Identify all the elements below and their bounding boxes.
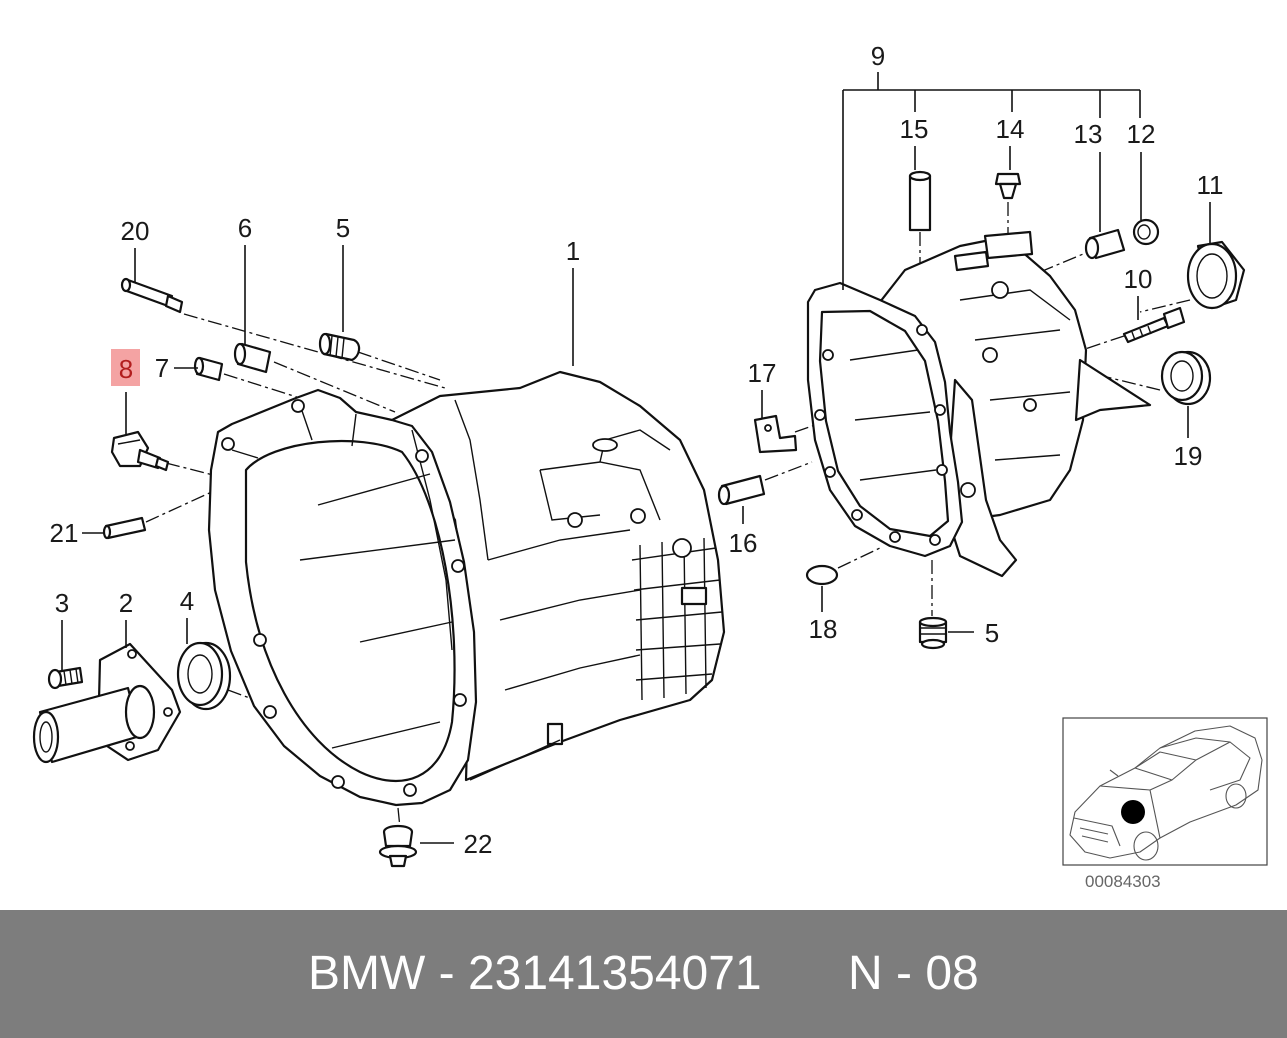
rear-flange-hole	[824, 466, 836, 478]
car-outline-icon	[1069, 725, 1263, 861]
callout-8: 8	[119, 354, 133, 384]
callout-13: 13	[1074, 119, 1103, 149]
part-5-plug-right	[918, 616, 948, 650]
callout-5-right: 5	[985, 618, 999, 648]
callout-4: 4	[180, 586, 194, 616]
part-4-seal-ring	[176, 641, 232, 711]
housing-drain-boss	[546, 722, 564, 746]
inset-frame	[1062, 717, 1268, 866]
rear-flange-hole	[889, 531, 901, 543]
part-12-ring	[1132, 218, 1160, 246]
part-2-guide-tube	[32, 642, 182, 764]
rear-housing-hole	[1023, 398, 1037, 412]
vehicle-location-inset: 00084303	[1062, 717, 1268, 891]
rear-housing-hole	[982, 347, 998, 363]
part-3-bolt	[47, 666, 84, 690]
callout-22: 22	[464, 829, 493, 859]
callout-19: 19	[1174, 441, 1203, 471]
rear-flange-hole	[916, 324, 928, 336]
rear-housing-top-tab	[953, 250, 990, 272]
rear-flange-hole	[814, 409, 826, 421]
callout-18: 18	[809, 614, 838, 644]
rear-flange-hole	[929, 534, 941, 546]
part-22-plug	[378, 824, 418, 868]
flange-bolt-hole	[415, 449, 429, 463]
callout-17: 17	[748, 358, 777, 388]
part-20-dowel-pin	[120, 277, 184, 314]
part-7-sleeve	[193, 356, 224, 382]
callout-labels: 9 15 14 13 12 11 10 19 17 16 18 5 20 6 5…	[50, 41, 1224, 859]
callout-2: 2	[119, 588, 133, 618]
housing-top-boss	[592, 438, 618, 452]
footer-part-number: BMW - 23141354071	[308, 947, 762, 1000]
part-14-plug	[994, 172, 1022, 200]
part-13-sleeve	[1084, 228, 1126, 260]
callout-12: 12	[1127, 119, 1156, 149]
transmission-housing-front	[207, 370, 726, 807]
housing-bolt-hole	[567, 512, 583, 528]
rear-flange-hole	[822, 349, 834, 361]
callout-15: 15	[900, 114, 929, 144]
flange-bolt-hole	[221, 437, 235, 451]
flange-bolt-hole	[451, 559, 465, 573]
housing-bolt-hole	[630, 508, 646, 524]
housing-rib-block	[680, 586, 708, 606]
flange-bolt-hole	[263, 705, 277, 719]
flange-bolt-hole	[453, 693, 467, 707]
part-17-bracket	[753, 414, 798, 454]
footer-diagram-ref: N - 08	[848, 947, 979, 1000]
part-number-footer: BMW - 23141354071 N - 08	[0, 910, 1287, 1038]
rear-housing-hole	[991, 281, 1009, 299]
rear-flange-hole	[934, 404, 946, 416]
callout-8-highlight	[111, 349, 140, 386]
callout-1: 1	[566, 236, 580, 266]
flange-bolt-hole	[253, 633, 267, 647]
callout-20: 20	[121, 216, 150, 246]
flange-bolt-hole	[403, 783, 417, 797]
part-8-switch	[110, 430, 170, 472]
rear-flange-hole	[851, 509, 863, 521]
flange-bolt-hole	[291, 399, 305, 413]
callout-9: 9	[871, 41, 885, 71]
location-marker	[1121, 800, 1145, 824]
flange-bolt-hole	[331, 775, 345, 789]
callout-10: 10	[1124, 264, 1153, 294]
callout-14: 14	[996, 114, 1025, 144]
part-10-bolt	[1122, 306, 1186, 344]
callout-5-left: 5	[336, 213, 350, 243]
part-6-sleeve	[233, 342, 272, 374]
callout-11: 11	[1197, 170, 1224, 200]
part-18-disc	[805, 564, 839, 586]
part-16-sleeve	[717, 474, 766, 506]
part-11-seal	[1186, 240, 1246, 310]
rear-housing-hole	[960, 482, 976, 498]
rear-flange-hole	[936, 464, 948, 476]
housing-bolt-hole	[672, 538, 692, 558]
callout-6: 6	[238, 213, 252, 243]
inset-image-code: 00084303	[1085, 872, 1161, 891]
rear-housing-shift-tower	[983, 230, 1034, 260]
part-5-plug-left	[318, 332, 361, 362]
part-15-pin	[908, 170, 932, 232]
part-21-pin	[102, 516, 147, 540]
part-19-seal	[1160, 350, 1212, 406]
callout-21: 21	[50, 518, 79, 548]
callout-3: 3	[55, 588, 69, 618]
callout-7: 7	[155, 353, 169, 383]
callout-16: 16	[729, 528, 758, 558]
exploded-parts-diagram: 9 15 14 13 12 11 10 19 17 16 18 5 20 6 5…	[32, 41, 1268, 891]
rear-housing-mount-arm	[1074, 358, 1152, 422]
leader-lines	[61, 72, 1211, 844]
transmission-housing-rear	[806, 230, 1152, 578]
